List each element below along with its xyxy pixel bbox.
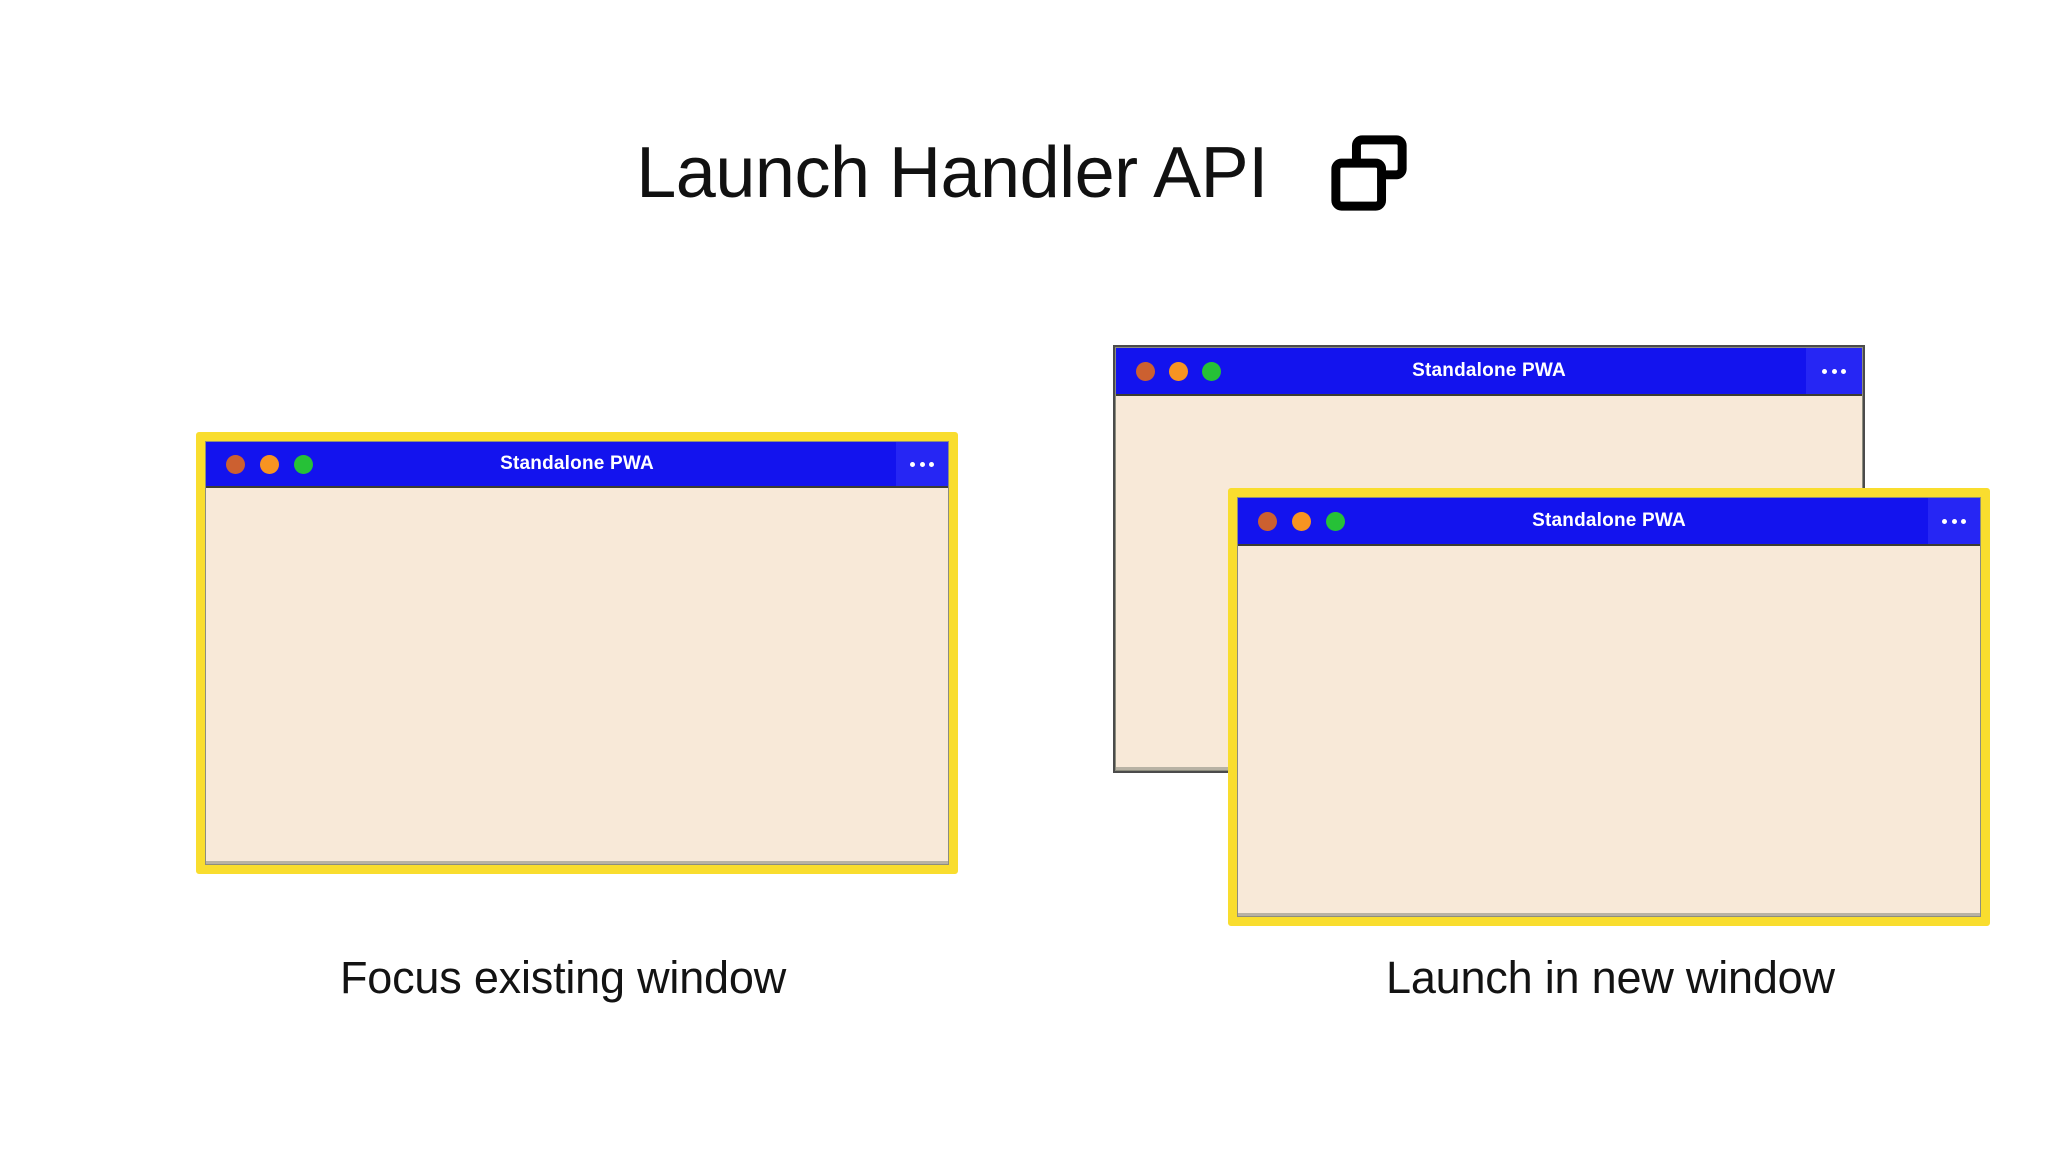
window-title: Standalone PWA bbox=[1412, 360, 1566, 381]
minimize-window-icon[interactable] bbox=[260, 454, 279, 474]
window-titlebar[interactable]: Standalone PWA bbox=[206, 442, 948, 488]
window-titlebar[interactable]: Standalone PWA bbox=[1238, 498, 1980, 546]
overflow-menu-icon[interactable] bbox=[1806, 348, 1862, 394]
traffic-light-controls[interactable] bbox=[1136, 361, 1221, 381]
maximize-window-icon[interactable] bbox=[1326, 511, 1345, 531]
window-titlebar[interactable]: Standalone PWA bbox=[1116, 348, 1862, 396]
page-header: Launch Handler API bbox=[0, 118, 2048, 228]
overflow-menu-icon[interactable] bbox=[896, 442, 948, 486]
minimize-window-icon[interactable] bbox=[1169, 361, 1188, 381]
menu-dot bbox=[1951, 518, 1957, 524]
menu-dot bbox=[1822, 368, 1828, 374]
caption-launch-in-new-window: Launch in new window bbox=[1386, 952, 1835, 1003]
maximize-window-icon[interactable] bbox=[294, 454, 313, 474]
minimize-window-icon[interactable] bbox=[1292, 511, 1311, 531]
close-window-icon[interactable] bbox=[1136, 361, 1155, 381]
window-content-area bbox=[1238, 546, 1980, 916]
traffic-light-controls[interactable] bbox=[226, 454, 313, 474]
menu-dot bbox=[919, 461, 925, 467]
window-frame: Standalone PWA bbox=[205, 441, 949, 865]
maximize-window-icon[interactable] bbox=[1202, 361, 1221, 381]
pwa-window-focus-existing[interactable]: Standalone PWA bbox=[196, 432, 958, 874]
menu-dot bbox=[1960, 518, 1966, 524]
page-title: Launch Handler API bbox=[636, 133, 1268, 213]
window-title: Standalone PWA bbox=[1532, 510, 1686, 531]
menu-dot bbox=[928, 461, 934, 467]
pwa-window-new-launch[interactable]: Standalone PWA bbox=[1228, 488, 1990, 926]
menu-dot bbox=[1942, 518, 1948, 524]
window-frame: Standalone PWA bbox=[1237, 497, 1981, 917]
close-window-icon[interactable] bbox=[1258, 511, 1277, 531]
caption-focus-existing-window: Focus existing window bbox=[340, 952, 786, 1003]
menu-dot bbox=[910, 461, 916, 467]
overflow-menu-icon[interactable] bbox=[1928, 498, 1980, 544]
close-window-icon[interactable] bbox=[226, 454, 245, 474]
window-title: Standalone PWA bbox=[500, 453, 654, 474]
menu-dot bbox=[1840, 368, 1846, 374]
traffic-light-controls[interactable] bbox=[1258, 511, 1345, 531]
menu-dot bbox=[1831, 368, 1837, 374]
windows-overlap-icon bbox=[1326, 130, 1412, 216]
window-content-area bbox=[206, 488, 948, 864]
